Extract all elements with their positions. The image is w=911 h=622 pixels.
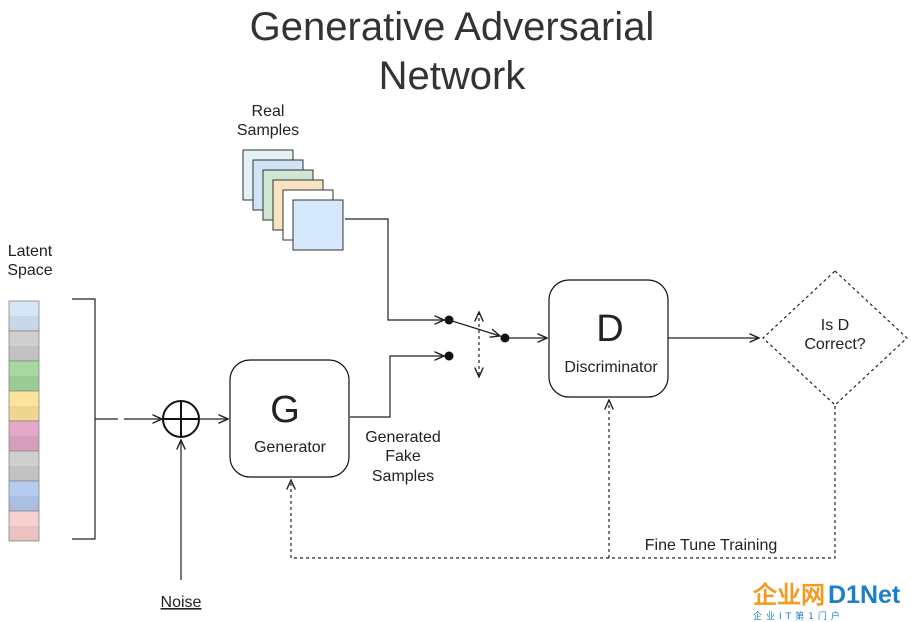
diagram-title-line1: Generative Adversarial — [250, 5, 655, 49]
latent-cell-shade — [9, 346, 39, 361]
discriminator-letter: D — [596, 308, 623, 350]
noise-label: Noise — [161, 594, 202, 611]
latent-cell-shade — [9, 436, 39, 451]
generated-samples-line3: Samples — [372, 468, 434, 485]
generator-label: Generator — [254, 439, 327, 456]
generated-samples-line2: Fake — [385, 448, 421, 465]
generator-box — [229, 359, 350, 478]
latent-cell-shade — [9, 316, 39, 331]
watermark-chinese-text: 企业网 — [753, 581, 825, 609]
decision-line2: Correct? — [804, 336, 865, 353]
real-samples-label-line2: Samples — [237, 122, 299, 139]
decision-line1: Is D — [821, 317, 849, 334]
generated-samples-line1: Generated — [365, 429, 441, 446]
real-samples-path — [345, 218, 444, 320]
latent-cell — [8, 510, 40, 542]
feedback-label: Fine Tune Training — [645, 537, 778, 554]
latent-cell-shade — [9, 406, 39, 421]
real-samples-stack — [242, 149, 344, 251]
diagram-title-line2: Network — [379, 54, 527, 98]
d1net-watermark: 企业网 D1Net 企业IT第1门户 — [753, 581, 901, 622]
switch-lever — [448, 319, 500, 336]
real-sample-card — [292, 199, 344, 251]
decision-diamond — [762, 270, 908, 406]
latent-cell — [8, 420, 40, 452]
latent-cell-shade — [9, 526, 39, 541]
latent-space-label-line1: Latent — [8, 243, 53, 260]
switch-output-contact — [500, 333, 510, 343]
latent-cell — [8, 300, 40, 332]
latent-cell — [8, 450, 40, 482]
latent-bracket — [72, 298, 96, 540]
feedback-to-generator-path — [291, 406, 836, 559]
fake-samples-path — [350, 356, 444, 418]
latent-cell — [8, 360, 40, 392]
latent-cell-shade — [9, 496, 39, 511]
latent-cell-shade — [9, 376, 39, 391]
latent-cell-shade — [9, 466, 39, 481]
real-samples-label-line1: Real — [252, 103, 285, 120]
watermark-brand-text: D1Net — [828, 581, 901, 609]
discriminator-label: Discriminator — [564, 359, 658, 376]
latent-space-label-line2: Space — [7, 262, 52, 279]
latent-cell — [8, 480, 40, 512]
latent-space-vector — [8, 300, 40, 542]
watermark-subtitle: 企业IT第1门户 — [753, 610, 844, 622]
generator-letter: G — [270, 389, 300, 431]
switch-fake-contact — [444, 351, 454, 361]
